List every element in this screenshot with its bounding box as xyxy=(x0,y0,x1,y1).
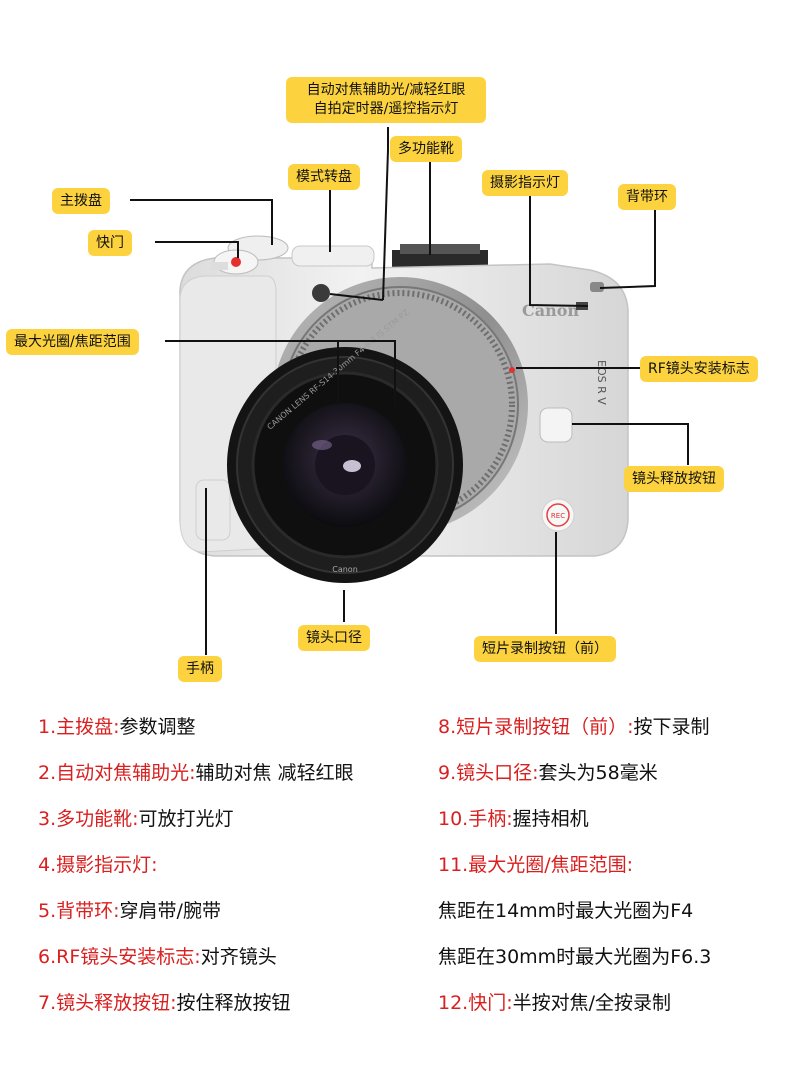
callout-grip: 手柄 xyxy=(178,656,222,682)
legend-name: 多功能靴: xyxy=(56,808,139,830)
strap-ring xyxy=(590,282,604,292)
legend-name: 手柄: xyxy=(468,808,513,830)
rf-mount-dot xyxy=(509,367,515,373)
callout-af-assist-line1: 自动对焦辅助光/减轻红眼 xyxy=(306,82,466,98)
legend-item-11-detail-1: 焦距在14mm时最大光圈为F4 xyxy=(438,896,693,923)
legend-name: 镜头口径: xyxy=(456,762,539,784)
legend-item-11: 11.最大光圈/焦距范围: xyxy=(438,850,633,877)
legend-item-10: 10.手柄:握持相机 xyxy=(438,804,589,831)
legend-name: RF镜头安装标志: xyxy=(56,946,201,968)
legend-desc: 按住释放按钮 xyxy=(176,992,291,1014)
callout-lens-release: 镜头释放按钮 xyxy=(624,466,724,492)
top-controls xyxy=(210,235,375,275)
camera-diagram: Canon EOS R V REC C xyxy=(6,77,758,682)
legend-num: 11. xyxy=(438,854,469,876)
legend-item-2: 2.自动对焦辅助光:辅助对焦 减轻红眼 xyxy=(38,758,354,785)
legend-name: 背带环: xyxy=(56,900,120,922)
legend-item-7: 7.镜头释放按钮:按住释放按钮 xyxy=(38,988,291,1015)
legend-item-6: 6.RF镜头安装标志:对齐镜头 xyxy=(38,942,277,969)
rec-label: REC xyxy=(551,512,565,520)
callout-short-clip-button: 短片录制按钮（前） xyxy=(474,636,616,662)
legend-desc: 握持相机 xyxy=(512,808,589,830)
legend-num: 6. xyxy=(38,946,57,968)
legend-desc: 半按对焦/全按录制 xyxy=(512,992,672,1014)
legend-name: 自动对焦辅助光: xyxy=(56,762,196,784)
legend-item-11-detail-2: 焦距在30mm时最大光圈为F6.3 xyxy=(438,942,711,969)
leader-lines xyxy=(130,127,689,655)
lens: CANON LENS RF-S14-30mm F4-6.3 IS STM PZ … xyxy=(227,307,463,583)
legend-item-1: 1.主拨盘:参数调整 xyxy=(38,712,196,739)
legend-num: 4. xyxy=(38,854,57,876)
camera-illustration: Canon EOS R V REC C xyxy=(130,127,689,655)
legend-desc: 穿肩带/腕带 xyxy=(119,900,221,922)
legend-name: 最大光圈/焦距范围: xyxy=(468,854,634,876)
model-label: EOS R V xyxy=(595,360,608,405)
legend-desc: 对齐镜头 xyxy=(200,946,277,968)
legend-name: 快门: xyxy=(468,992,513,1014)
af-assist-lamp xyxy=(312,284,330,302)
callout-af-assist-line2: 自拍定时器/遥控指示灯 xyxy=(313,101,459,117)
legend-item-4: 4.摄影指示灯: xyxy=(38,850,158,877)
legend-desc: 可放打光灯 xyxy=(138,808,234,830)
legend-name: 摄影指示灯: xyxy=(56,854,158,876)
legend-item-5: 5.背带环:穿肩带/腕带 xyxy=(38,896,221,923)
legend-desc: 辅助对焦 减轻红眼 xyxy=(195,762,354,784)
legend-num: 12. xyxy=(438,992,469,1014)
legend-num: 7. xyxy=(38,992,57,1014)
legend-num: 3. xyxy=(38,808,57,830)
legend-item-8: 8.短片录制按钮（前）:按下录制 xyxy=(438,712,710,739)
callout-main-dial: 主拨盘 xyxy=(52,188,110,214)
legend-name: 短片录制按钮（前）: xyxy=(456,716,634,738)
legend-name: 主拨盘: xyxy=(56,716,120,738)
callout-filter-diameter: 镜头口径 xyxy=(298,625,370,651)
callout-max-aperture: 最大光圈/焦距范围 xyxy=(6,329,139,355)
legend-num: 8. xyxy=(438,716,457,738)
rec-button-shape: REC xyxy=(541,498,575,532)
legend-desc: 参数调整 xyxy=(119,716,196,738)
hot-shoe xyxy=(392,244,488,268)
legend-desc: 焦距在14mm时最大光圈为F4 xyxy=(438,900,694,922)
callout-af-assist: 自动对焦辅助光/减轻红眼 自拍定时器/遥控指示灯 xyxy=(286,77,486,123)
legend-desc: 套头为58毫米 xyxy=(538,762,658,784)
legend-num: 10. xyxy=(438,808,469,830)
legend-item-12: 12.快门:半按对焦/全按录制 xyxy=(438,988,671,1015)
callout-recording-lamp: 摄影指示灯 xyxy=(482,170,568,196)
legend-desc: 焦距在30mm时最大光圈为F6.3 xyxy=(438,946,712,968)
legend: 1.主拨盘:参数调整 2.自动对焦辅助光:辅助对焦 减轻红眼 3.多功能靴:可放… xyxy=(0,690,800,1066)
callout-mode-dial: 模式转盘 xyxy=(288,164,360,190)
lens-release-shape xyxy=(539,407,573,443)
legend-item-9: 9.镜头口径:套头为58毫米 xyxy=(438,758,658,785)
callout-strap-ring: 背带环 xyxy=(618,184,676,210)
legend-num: 9. xyxy=(438,762,457,784)
callout-hot-shoe: 多功能靴 xyxy=(390,136,462,162)
lens-cap-brand: Canon xyxy=(332,565,358,574)
legend-num: 5. xyxy=(38,900,57,922)
legend-name: 镜头释放按钮: xyxy=(56,992,177,1014)
legend-item-3: 3.多功能靴:可放打光灯 xyxy=(38,804,234,831)
callout-shutter: 快门 xyxy=(88,230,132,256)
legend-desc: 按下录制 xyxy=(633,716,710,738)
legend-num: 1. xyxy=(38,716,57,738)
legend-num: 2. xyxy=(38,762,57,784)
callout-rf-mount-mark: RF镜头安装标志 xyxy=(640,356,758,382)
